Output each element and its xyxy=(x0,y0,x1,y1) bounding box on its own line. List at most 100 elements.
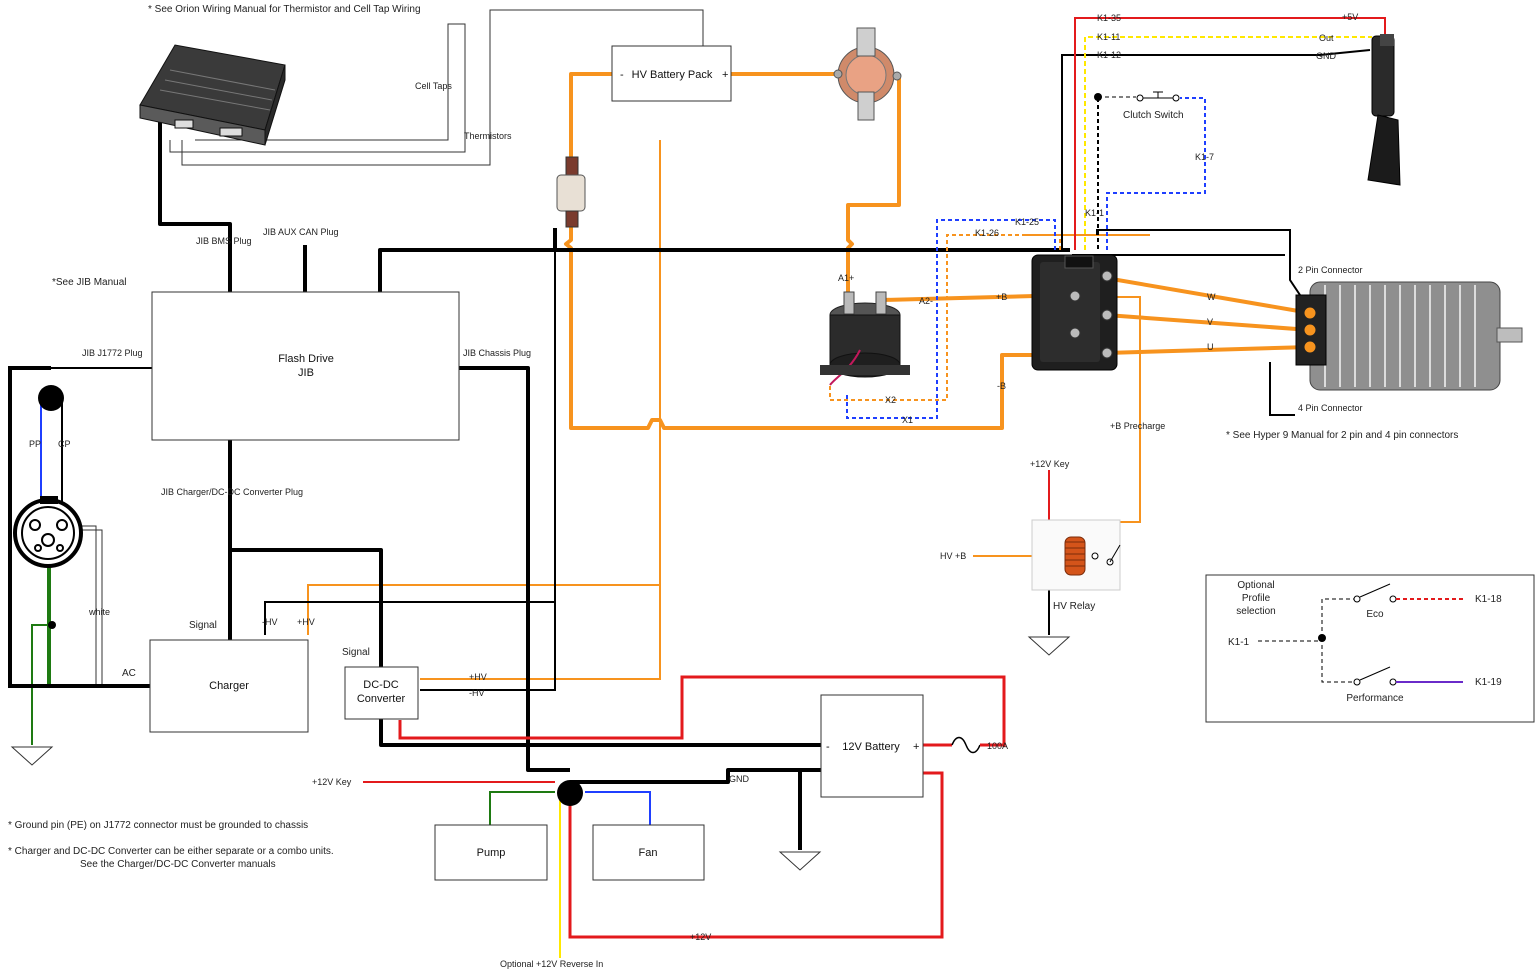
orange-dashed-wires xyxy=(829,234,1061,401)
jib-manual-note: *See JIB Manual xyxy=(52,277,127,288)
jib-label: JIB xyxy=(298,367,314,379)
k1-25-label: K1-25 xyxy=(1015,217,1039,227)
v-phase-label: V xyxy=(1207,317,1213,327)
charger-signal-label: Signal xyxy=(189,620,217,631)
hv-battery-label: HV Battery Pack xyxy=(632,69,713,81)
b-precharge-label: +B Precharge xyxy=(1110,421,1165,431)
dcdc-plus-hv-label: +HV xyxy=(469,672,487,682)
hv-battery-pack: - HV Battery Pack + xyxy=(611,45,732,102)
minus-hv-label: -HV xyxy=(262,617,278,627)
eco-label: Eco xyxy=(1366,609,1384,620)
hv-disconnect-switch xyxy=(833,27,902,121)
pump-box: Pump xyxy=(434,824,548,881)
j1772-cp-wire xyxy=(51,367,152,520)
flash-drive-jib: Flash Drive JIB xyxy=(151,291,460,441)
jib-chassis-plug-label: JIB Chassis Plug xyxy=(463,348,531,358)
charger-box: Charger xyxy=(149,639,309,733)
hv-fuse xyxy=(556,156,586,228)
profile-title-2: Profile xyxy=(1242,593,1271,604)
hv-battery-plus-label: + xyxy=(722,69,728,81)
dcdc-converter-box: DC-DC Converter xyxy=(344,666,419,720)
flash-drive-label: Flash Drive xyxy=(278,353,334,365)
hv-orange-wires xyxy=(564,72,1311,430)
minus-b-label: -B xyxy=(997,381,1006,391)
fan-label: Fan xyxy=(639,847,658,859)
battery-12v-plus: + xyxy=(913,741,919,753)
yellow-wires xyxy=(559,36,1372,958)
charger-label: Charger xyxy=(209,680,249,692)
jib-charger-plug-label: JIB Charger/DC-DC Converter Plug xyxy=(161,487,303,497)
white-wire-label: white xyxy=(88,607,110,617)
dcdc-label-2: Converter xyxy=(357,693,406,705)
a2-minus-label: A2- xyxy=(919,296,933,306)
black-thin-wires xyxy=(264,49,1371,691)
battery-12v-minus: - xyxy=(826,741,830,753)
k1-11-label: K1-11 xyxy=(1097,32,1120,42)
fuse-100a-symbol xyxy=(951,736,990,754)
k1-7-label: K1-7 xyxy=(1195,152,1214,162)
fan-box: Fan xyxy=(592,824,705,881)
ground-pin-note: * Ground pin (PE) on J1772 connector mus… xyxy=(8,820,308,831)
profile-k1-1-label: K1-1 xyxy=(1228,637,1250,648)
plus-hv-label: +HV xyxy=(297,617,315,627)
hyper9-note: * See Hyper 9 Manual for 2 pin and 4 pin… xyxy=(1226,430,1458,441)
battery-12v-box: - 12V Battery + xyxy=(820,694,924,798)
jib-aux-can-plug-label: JIB AUX CAN Plug xyxy=(263,227,339,237)
gnd-pedal-label: GND xyxy=(1316,51,1337,61)
diagram-labels: * See Orion Wiring Manual for Thermistor… xyxy=(8,4,1458,969)
ac-label: AC xyxy=(122,668,136,679)
performance-label: Performance xyxy=(1346,693,1404,704)
red-wires xyxy=(363,17,1386,783)
motor-controller xyxy=(1031,254,1118,371)
dcdc-minus-hv-label: -HV xyxy=(469,688,485,698)
hv-relay-symbol xyxy=(1031,519,1121,591)
ground-symbol xyxy=(10,746,54,766)
profile-title-3: selection xyxy=(1236,606,1275,617)
gnd-label: GND xyxy=(729,774,750,784)
cell-taps-label: Cell Taps xyxy=(415,81,452,91)
four-pin-connector-label: 4 Pin Connector xyxy=(1298,403,1363,413)
plus-12v-label: +12V xyxy=(690,932,711,942)
pump-label: Pump xyxy=(477,847,506,859)
bottom-12v-key-label: +12V Key xyxy=(312,777,352,787)
green-thin-wires xyxy=(31,624,555,825)
k1-1-label: K1-1 xyxy=(1085,208,1104,218)
power-junction xyxy=(557,780,583,806)
two-pin-connector-label: 2 Pin Connector xyxy=(1298,265,1363,275)
hv-battery-minus-label: - xyxy=(620,69,624,81)
battery-12v-label: 12V Battery xyxy=(842,741,900,753)
orion-bms-image xyxy=(139,44,286,146)
jib-bms-plug-label: JIB BMS Plug xyxy=(196,236,252,246)
j1772-black-frame xyxy=(8,366,150,688)
dcdc-signal-label: Signal xyxy=(342,647,370,658)
k1-18-label: K1-18 xyxy=(1475,594,1502,605)
jib-j1772-plug-label: JIB J1772 Plug xyxy=(82,348,143,358)
x1-label: X1 xyxy=(902,415,913,425)
u-phase-label: U xyxy=(1207,342,1214,352)
relay-12v-key-label: +12V Key xyxy=(1030,459,1070,469)
thermistors-label: Thermistors xyxy=(464,131,512,141)
plus-5v-label: +5V xyxy=(1342,12,1358,22)
main-contactor xyxy=(820,291,910,386)
profile-title-1: Optional xyxy=(1237,580,1274,591)
red-heavy-wires xyxy=(398,675,1006,939)
dcdc-label-1: DC-DC xyxy=(363,679,398,691)
fuse-100a-label: 100A xyxy=(987,741,1008,751)
plus-b-label: +B xyxy=(996,292,1007,302)
pp-label: PP xyxy=(29,439,41,449)
charger-combo-note-1: * Charger and DC-DC Converter can be eit… xyxy=(8,846,334,857)
hyper9-motor xyxy=(1295,281,1523,391)
j1772-inlet xyxy=(13,385,83,629)
k1-12-label: K1-12 xyxy=(1097,50,1121,60)
k1-19-label: K1-19 xyxy=(1475,677,1502,688)
profile-selection-box: Optional Profile selection K1-1 Eco K1-1… xyxy=(1205,574,1535,723)
clutch-switch-symbol xyxy=(1094,91,1180,102)
reverse-in-label: Optional +12V Reverse In xyxy=(500,959,603,969)
cp-label: CP xyxy=(58,439,71,449)
a1-plus-label: A1+ xyxy=(838,273,854,283)
out-label: Out xyxy=(1319,33,1334,43)
hv-relay-label: HV Relay xyxy=(1053,601,1095,612)
charger-combo-note-2: See the Charger/DC-DC Converter manuals xyxy=(80,859,276,870)
bms-sense-wires xyxy=(169,9,704,166)
